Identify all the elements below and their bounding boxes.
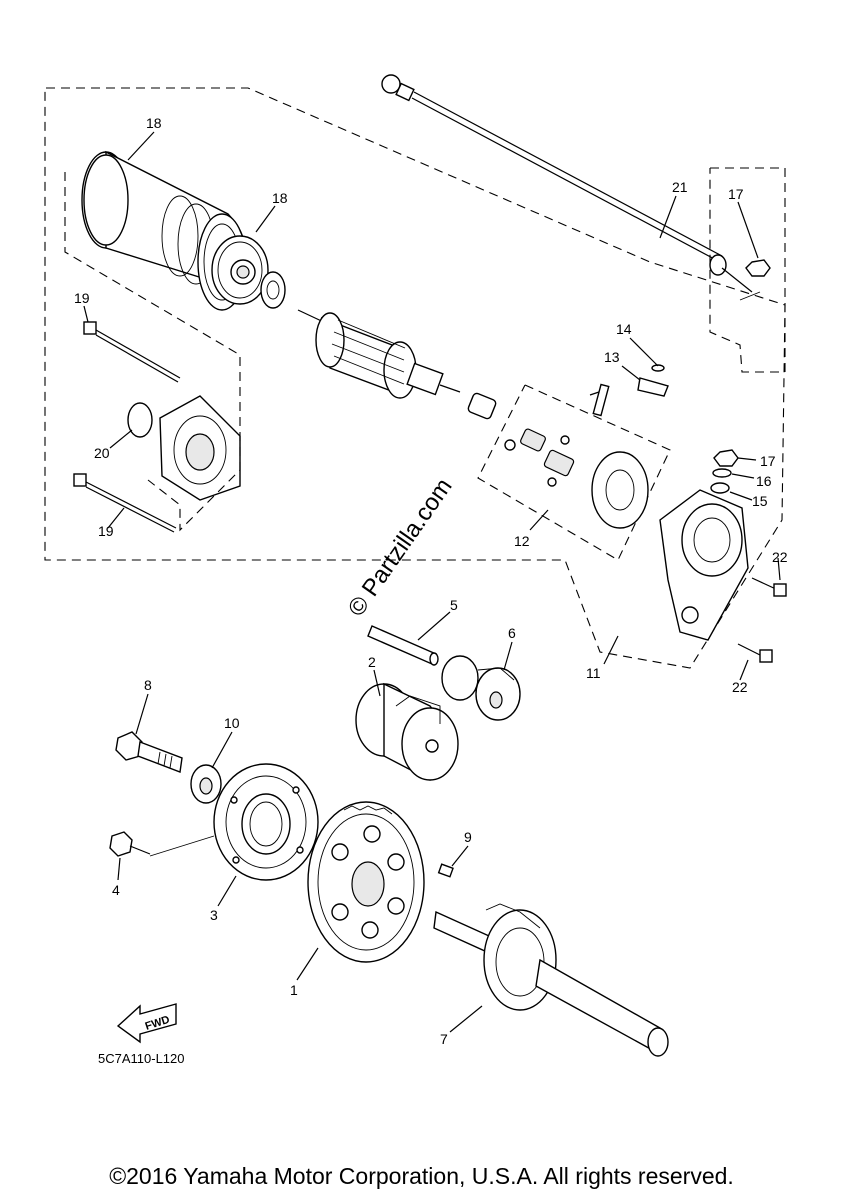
leader-7 bbox=[449, 1005, 483, 1033]
leader-4 bbox=[117, 857, 121, 881]
callout-17b: 17 bbox=[760, 453, 776, 469]
bearing bbox=[260, 271, 286, 309]
callout-22b: 22 bbox=[732, 679, 748, 695]
callout-12: 12 bbox=[514, 533, 530, 549]
callout-13: 13 bbox=[604, 349, 620, 365]
part-19-bolt-lower bbox=[73, 473, 177, 533]
callout-7: 7 bbox=[440, 1031, 448, 1047]
leader-12 bbox=[529, 509, 549, 531]
callout-19a: 19 bbox=[74, 290, 90, 306]
callout-4: 4 bbox=[112, 882, 120, 898]
part-15-washer bbox=[710, 482, 730, 494]
callout-14: 14 bbox=[616, 321, 632, 337]
diagram-code: 5C7A110-L120 bbox=[98, 1051, 185, 1066]
part-1-starter-wheel-gear bbox=[307, 801, 425, 963]
callout-22a: 22 bbox=[772, 549, 788, 565]
part-4-bolt bbox=[109, 831, 215, 857]
callout-5: 5 bbox=[450, 597, 458, 613]
leader-18b bbox=[255, 205, 276, 233]
callout-18b: 18 bbox=[272, 190, 288, 206]
leader-14 bbox=[629, 337, 659, 367]
leader-17b bbox=[737, 457, 757, 461]
part-18-end-cover bbox=[211, 235, 269, 305]
callout-15: 15 bbox=[752, 493, 768, 509]
part-7-middle-drive-shaft bbox=[433, 903, 669, 1057]
copyright-notice: ©2016 Yamaha Motor Corporation, U.S.A. A… bbox=[109, 1163, 734, 1189]
starter-assembly-outline bbox=[44, 87, 786, 669]
part-6-idle-gear bbox=[441, 655, 521, 721]
bushing bbox=[467, 392, 497, 420]
part-8-bolt bbox=[115, 731, 183, 773]
leader-11 bbox=[603, 635, 619, 665]
callout-1: 1 bbox=[290, 982, 298, 998]
callout-10: 10 bbox=[224, 715, 240, 731]
watermark: © Partzilla.com bbox=[343, 473, 458, 621]
part-5-shaft bbox=[367, 625, 439, 666]
leader-21 bbox=[659, 195, 677, 239]
part-17-nut-upper bbox=[745, 259, 771, 277]
leader-2 bbox=[373, 669, 381, 697]
part-21-through-bolt bbox=[381, 74, 761, 301]
part-22-bolt-upper bbox=[751, 577, 787, 597]
armature bbox=[297, 309, 461, 399]
part-12-brush-holder bbox=[504, 383, 649, 529]
callout-17a: 17 bbox=[728, 186, 744, 202]
part-17-nut-lower bbox=[713, 449, 739, 467]
leader-18a bbox=[127, 131, 155, 161]
front-cover bbox=[159, 395, 241, 501]
callout-20: 20 bbox=[94, 445, 110, 461]
part-22-bolt-lower bbox=[737, 643, 773, 663]
leader-20 bbox=[109, 429, 133, 449]
leader-6 bbox=[503, 641, 513, 671]
leader-10 bbox=[211, 731, 233, 769]
brush-holder-outline bbox=[477, 384, 671, 561]
callout-18a: 18 bbox=[146, 115, 162, 131]
leader-16 bbox=[731, 473, 755, 479]
leader-15 bbox=[729, 491, 753, 501]
leader-8 bbox=[135, 693, 149, 735]
callout-16: 16 bbox=[756, 473, 772, 489]
part-3-starter-clutch bbox=[213, 763, 319, 881]
callout-8: 8 bbox=[144, 677, 152, 693]
callout-19b: 19 bbox=[98, 523, 114, 539]
leader-3 bbox=[217, 875, 237, 907]
callout-3: 3 bbox=[210, 907, 218, 923]
part-10-washer bbox=[190, 764, 222, 804]
leader-1 bbox=[296, 947, 319, 981]
leader-19b bbox=[107, 507, 125, 529]
callout-9: 9 bbox=[464, 829, 472, 845]
leader-22b bbox=[739, 659, 749, 681]
fwd-arrow-icon: FWD bbox=[116, 1003, 177, 1044]
part-13-brush-plate bbox=[637, 377, 669, 397]
leader-19a bbox=[83, 305, 89, 323]
part-2-idle-gear bbox=[355, 682, 459, 781]
leader-22a bbox=[777, 557, 781, 581]
bracket-17-outline bbox=[709, 167, 786, 373]
leader-9 bbox=[451, 845, 469, 867]
part-16-washer bbox=[712, 468, 732, 478]
cover-bracket-lines bbox=[64, 172, 241, 532]
callout-6: 6 bbox=[508, 625, 516, 641]
leader-5 bbox=[417, 611, 451, 641]
part-9-key bbox=[437, 863, 454, 878]
part-20-o-ring bbox=[127, 402, 153, 438]
part-19-bolt-upper bbox=[83, 321, 181, 383]
leader-13 bbox=[621, 365, 641, 381]
callout-11: 11 bbox=[586, 665, 601, 681]
callout-2: 2 bbox=[368, 654, 376, 670]
callout-21: 21 bbox=[672, 179, 688, 195]
part-11-starter-rear-cover bbox=[659, 489, 749, 641]
part-14-clip bbox=[651, 364, 665, 372]
leader-17a bbox=[737, 201, 759, 259]
